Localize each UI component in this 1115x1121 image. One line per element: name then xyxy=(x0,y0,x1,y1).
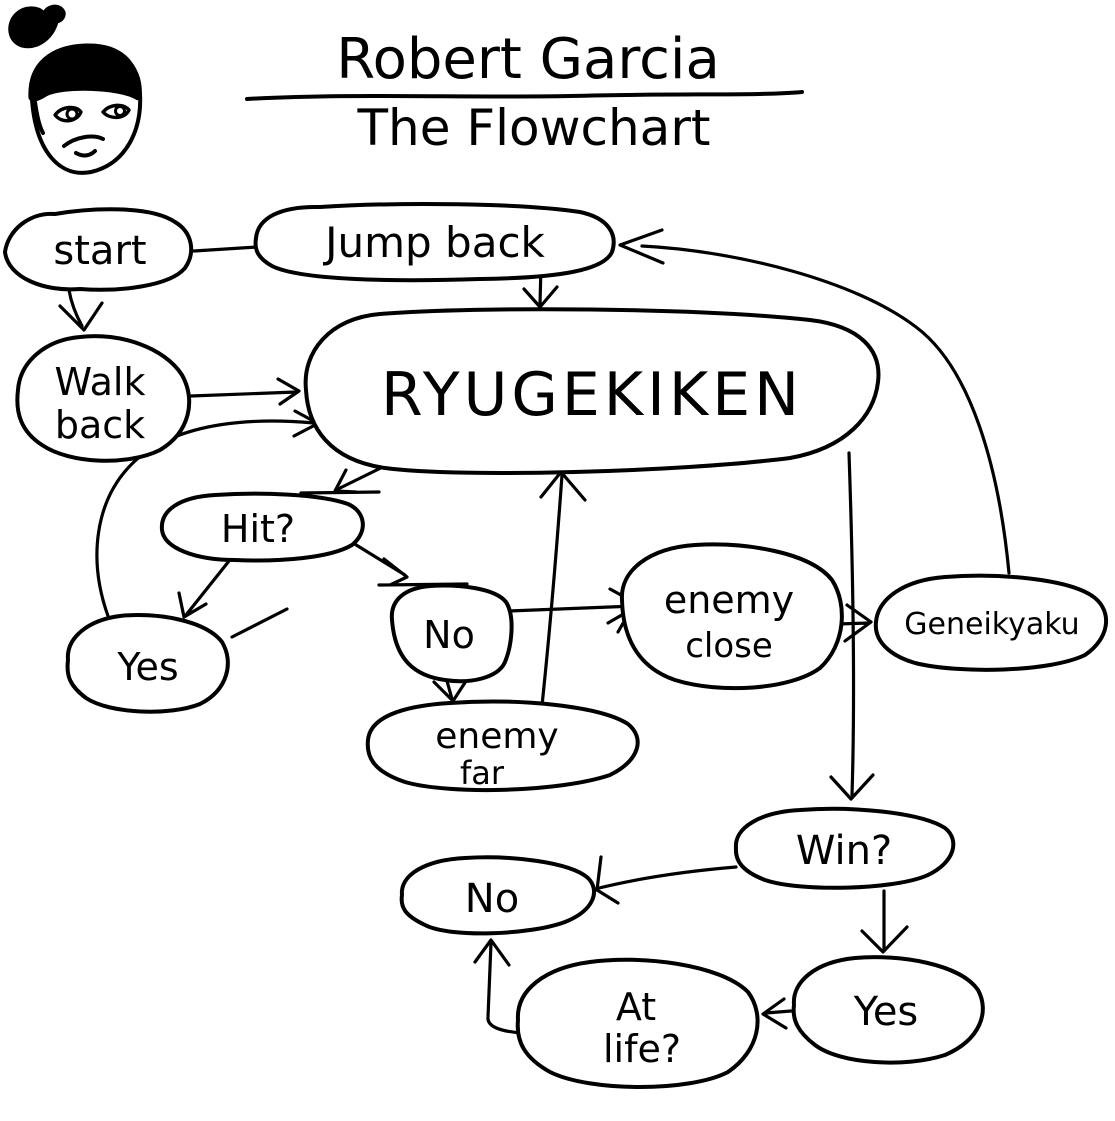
enemy-far-node-label-line1: enemy xyxy=(435,716,559,757)
enemy-close-node-outline xyxy=(619,542,844,691)
edge-hit-to-yes xyxy=(177,559,289,639)
face-smirk xyxy=(62,134,105,148)
edge-enemy-far-to-ryugekiken xyxy=(539,470,587,717)
start-node-label: start xyxy=(53,228,146,274)
yes-hit-node-outline xyxy=(65,613,230,714)
edges xyxy=(58,228,1011,1035)
walk-back-node-label-line2: back xyxy=(55,403,145,447)
enemy-close-node-label-line2: close xyxy=(685,626,773,666)
edge-ryugekiken-to-win xyxy=(829,451,875,801)
face-right-eyebrow xyxy=(102,83,134,90)
win-node-outline xyxy=(733,806,956,890)
node-geneikyaku: Geneikyaku xyxy=(873,573,1109,672)
edge-at-life-to-no-end xyxy=(473,938,523,1035)
edge-start-to-jump-back xyxy=(192,245,259,253)
node-win: Win? xyxy=(733,806,956,890)
hit-node-outline xyxy=(159,491,365,563)
title-line1: Robert Garcia xyxy=(336,27,720,92)
node-ryugekiken: RYUGEKIKEN xyxy=(303,307,881,475)
enemy-far-node-outline xyxy=(365,699,640,793)
face-chin-line xyxy=(74,149,97,158)
geneikyaku-node-label: Geneikyaku xyxy=(904,607,1079,642)
face-sideburn xyxy=(33,100,45,135)
walk-back-node-label-line1: Walk xyxy=(55,360,146,404)
geneikyaku-node-outline xyxy=(873,573,1109,672)
start-node-outline xyxy=(3,207,194,292)
title-line2: The Flowchart xyxy=(356,99,710,157)
ryugekiken-node-label: RYUGEKIKEN xyxy=(381,360,803,430)
title-block: Robert Garcia The Flowchart xyxy=(245,27,804,157)
edge-win-to-no-end xyxy=(595,855,738,905)
no-end-node-outline xyxy=(399,855,597,936)
edge-walk-back-to-ryugekiken xyxy=(189,377,301,406)
robert-garcia-face-icon xyxy=(8,4,143,175)
face-left-pupil xyxy=(65,107,79,121)
at-life-node-outline xyxy=(515,957,760,1089)
face-right-pupil xyxy=(114,105,126,117)
node-no-end: No xyxy=(399,855,597,936)
face-topknot-bun xyxy=(8,4,66,49)
edge-ryugekiken-to-hit xyxy=(299,457,401,495)
node-yes-end: Yes xyxy=(791,955,985,1065)
no-end-node-label: No xyxy=(465,876,519,922)
face-hair xyxy=(28,43,141,102)
face-left-eyebrow xyxy=(50,83,99,94)
jump-back-node-outline xyxy=(253,202,616,283)
walk-back-node-outline xyxy=(15,334,192,463)
no-mid-node-label: No xyxy=(423,613,475,657)
win-node-label: Win? xyxy=(796,828,892,874)
edge-start-to-walk-back xyxy=(58,288,104,332)
node-enemy-far: enemy far xyxy=(365,699,640,793)
edge-geneikyaku-to-jump-back xyxy=(618,228,1011,575)
node-jump-back: Jump back xyxy=(253,202,616,283)
node-hit: Hit? xyxy=(159,491,365,563)
at-life-node-label-line2: life? xyxy=(603,1027,681,1071)
edge-yes-end-to-at-life xyxy=(761,997,793,1030)
yes-end-node-label: Yes xyxy=(853,989,919,1035)
ryugekiken-node-outline xyxy=(303,307,881,475)
edge-hit-to-no xyxy=(351,541,469,587)
title-underline xyxy=(245,90,804,101)
jump-back-node-label: Jump back xyxy=(322,218,545,267)
node-enemy-close: enemy close xyxy=(619,542,844,691)
face-left-eye xyxy=(53,105,83,123)
node-at-life: At life? xyxy=(515,957,760,1089)
node-yes-hit: Yes xyxy=(65,613,230,714)
yes-hit-node-label: Yes xyxy=(116,645,178,689)
enemy-far-node-label-line2: far xyxy=(460,754,505,792)
node-no-mid: No xyxy=(389,583,514,684)
face-right-eye xyxy=(101,103,131,120)
enemy-close-node-label-line1: enemy xyxy=(664,578,794,622)
at-life-node-label-line1: At xyxy=(616,985,656,1029)
no-mid-node-outline xyxy=(389,583,514,684)
node-walk-back: Walk back xyxy=(15,334,192,463)
edge-win-to-yes-end xyxy=(860,889,909,954)
yes-end-node-outline xyxy=(791,955,985,1065)
node-start: start xyxy=(3,207,194,292)
hit-node-label: Hit? xyxy=(221,507,295,551)
